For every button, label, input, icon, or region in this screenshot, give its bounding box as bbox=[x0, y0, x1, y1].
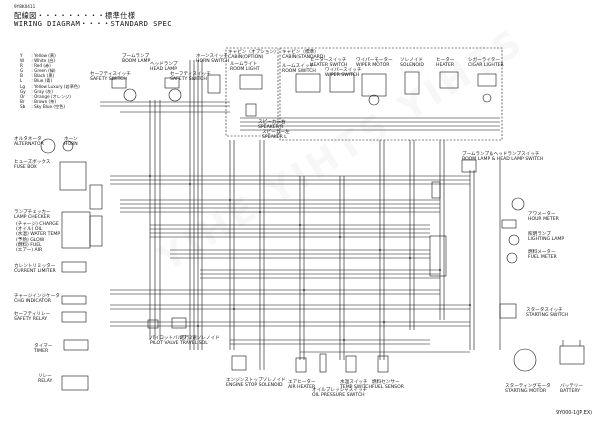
legend-text: Yellow Luxury (若草色) bbox=[34, 83, 80, 89]
legend-text: Black (黒) bbox=[34, 73, 55, 79]
legend-entry: Lg : Yellow Luxury (若草色) bbox=[20, 83, 80, 89]
legend-entry: W : White (白) bbox=[20, 58, 56, 64]
legend-code: W bbox=[20, 58, 25, 64]
legend-entry: Or : Orange (オレンジ) bbox=[20, 93, 71, 99]
legend-code: Y bbox=[20, 53, 23, 58]
cabin-option-label: キャビン（オプション）CABIN(OPTION) bbox=[228, 50, 279, 61]
legend-entry: G : Green (緑) bbox=[20, 68, 56, 74]
legend-code: L bbox=[20, 78, 23, 84]
diagram-header: 配線図・・・・・・・・・標準仕様 WIRING DIAGRAM・・・・STAND… bbox=[14, 12, 172, 28]
legend-text: Green (緑) bbox=[34, 68, 56, 74]
lamp-checker-lines: (チャージ) CHARGE (オイル) OIL (水温) WATER TEMP … bbox=[16, 222, 61, 254]
cabin-standard-frame bbox=[279, 47, 503, 141]
cabin-standard-label: キャビン（標準）CABIN(STANDARD) bbox=[282, 50, 326, 61]
legend-code: Br bbox=[20, 98, 25, 104]
legend-code: R bbox=[20, 63, 23, 69]
legend-code: Gy bbox=[20, 88, 26, 94]
legend-code: Sb bbox=[20, 103, 26, 109]
document-number: 9Y8K0411 bbox=[14, 4, 36, 9]
legend-text: Yellow (黄) bbox=[34, 53, 56, 58]
legend-code: B bbox=[20, 73, 23, 79]
legend-entry: Br : Brown (茶) bbox=[20, 98, 57, 104]
legend-text: Orange (オレンジ) bbox=[34, 93, 71, 99]
legend-code: Lg bbox=[20, 83, 25, 89]
legend-text: White (白) bbox=[34, 58, 56, 64]
diagram-footer-code: 9Y000-1(JP,EX) bbox=[556, 411, 592, 416]
legend-entry: Gy : Gray (灰) bbox=[20, 88, 53, 94]
legend-text: Red (赤) bbox=[34, 63, 51, 69]
title-english: WIRING DIAGRAM・・・・STANDARD SPEC bbox=[14, 19, 172, 28]
legend-entry: Sb : Sky Blue (空色) bbox=[20, 103, 66, 109]
legend-entry: L : Blue (青) bbox=[20, 78, 53, 84]
legend-text: Sky Blue (空色) bbox=[34, 103, 66, 109]
wire-color-legend: Y : Yellow (黄)W : White (白)R : Red (赤)G … bbox=[20, 53, 80, 109]
legend-code: G bbox=[20, 68, 24, 74]
legend-text: Gray (灰) bbox=[34, 88, 53, 94]
legend-code: Or bbox=[20, 93, 26, 99]
cabin-option-frame bbox=[225, 47, 279, 137]
legend-entry: Y : Yellow (黄) bbox=[20, 53, 56, 58]
legend-entry: R : Red (赤) bbox=[20, 63, 51, 69]
title-japanese: 配線図・・・・・・・・・標準仕様 bbox=[14, 11, 136, 20]
legend-entry: B : Black (黒) bbox=[20, 73, 55, 79]
legend-text: Brown (茶) bbox=[34, 98, 57, 104]
legend-text: Blue (青) bbox=[34, 78, 53, 84]
